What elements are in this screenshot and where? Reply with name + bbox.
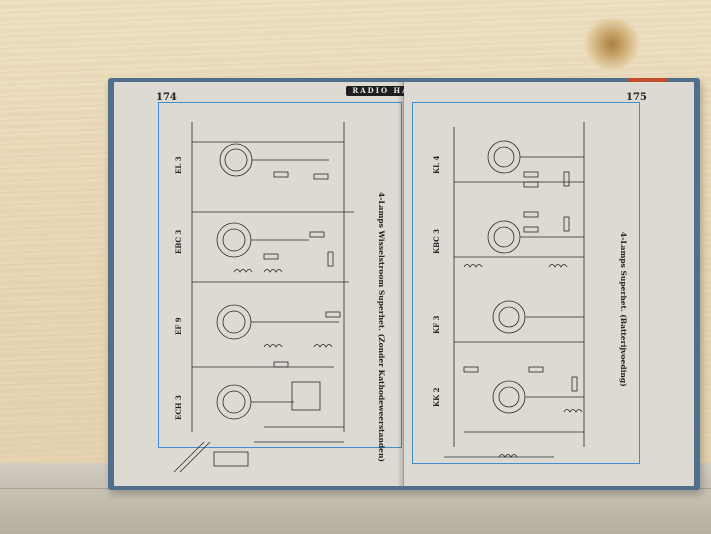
schematic-right: [444, 122, 585, 458]
tube-label-kl4: KL 4: [432, 155, 441, 174]
schematic-left: [173, 122, 354, 473]
tube-label-ech3: ECH 3: [174, 395, 183, 420]
schematic-frame-right: [412, 102, 640, 464]
tube-label-el3: EL 3: [174, 156, 183, 174]
right-page: 175: [404, 82, 694, 486]
tube-label-kf3: KF 3: [432, 315, 441, 334]
page-number-right: 175: [626, 92, 647, 103]
tube-label-kk2: KK 2: [432, 387, 441, 407]
open-book: 174: [108, 78, 700, 490]
page-number-left: 174: [156, 92, 177, 103]
shelf-edge: [0, 488, 711, 534]
wood-knot: [583, 18, 641, 70]
caption-right: 4-Lamps Superhet. (Batterijvoeding): [619, 232, 628, 387]
tube-label-kbc3: KBC 3: [432, 228, 441, 254]
caption-left: 4-Lamps Wisselstroom Superhet. (Zonder K…: [377, 192, 386, 462]
schematic-frame-left: [158, 102, 402, 448]
tube-label-ebc3: EBC 3: [174, 229, 183, 254]
cover-red-edge: [628, 78, 668, 84]
left-page: 174: [114, 82, 404, 486]
tube-label-ef9: EF 9: [174, 317, 183, 335]
